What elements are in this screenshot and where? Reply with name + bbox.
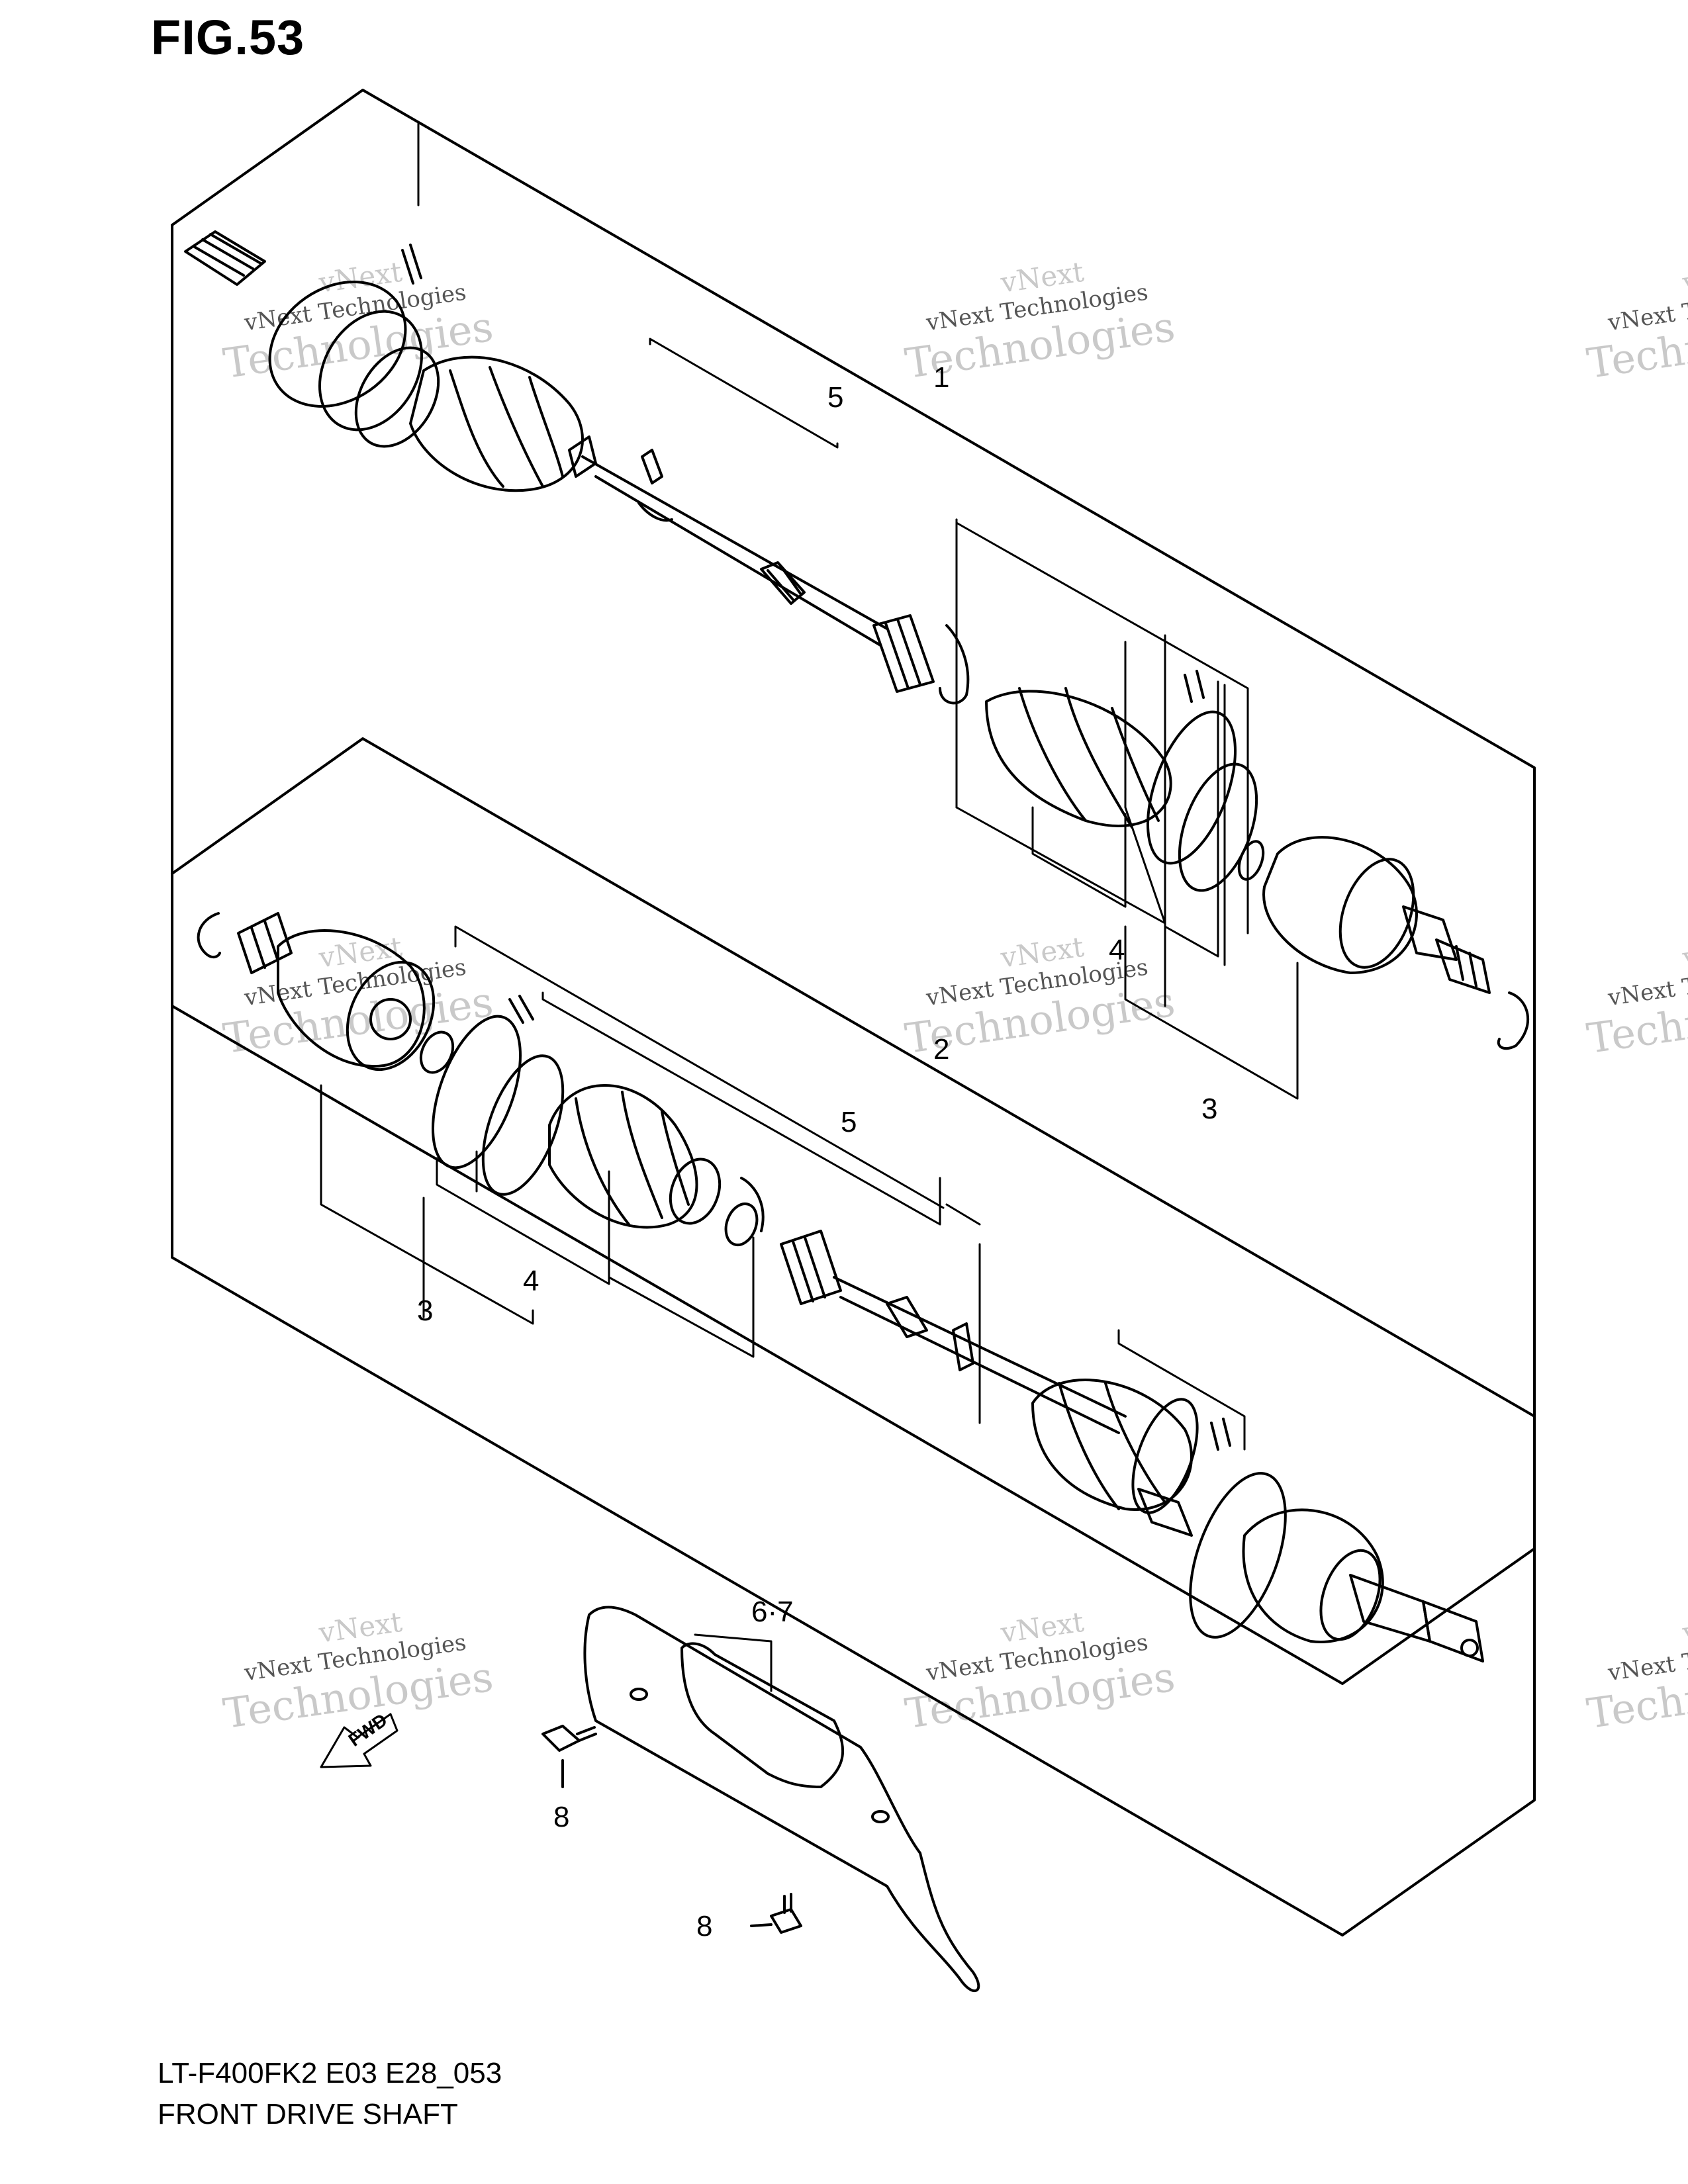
- bolt-upper: [541, 1725, 597, 1788]
- callout-5-lower: 5: [841, 1106, 857, 1138]
- callout-3-upper: 3: [1201, 1093, 1217, 1125]
- callout-4-upper: 4: [1109, 934, 1125, 966]
- upper-drive-shaft: [184, 230, 1529, 1050]
- lower-leaders: [320, 925, 1246, 1451]
- lower-drive-shaft: [197, 912, 1484, 1662]
- lower-assembly-frame: [171, 737, 1536, 1936]
- upper-assembly-frame: [171, 89, 1536, 1685]
- fwd-arrow-icon: FWD: [320, 1709, 399, 1768]
- callout-8-upper: 8: [553, 1801, 569, 1833]
- callout-4-lower: 4: [523, 1265, 539, 1297]
- figure-title: FIG.53: [151, 10, 305, 65]
- diagram-code: LT-F400FK2 E03 E28_053: [158, 2057, 502, 2089]
- fwd-label: FWD: [345, 1709, 391, 1751]
- diagram-name: FRONT DRIVE SHAFT: [158, 2098, 458, 2130]
- callout-8-lower: 8: [696, 1910, 712, 1942]
- callout-1: 1: [933, 361, 949, 394]
- upper-leaders: [417, 121, 1299, 1100]
- callout-5-upper: 5: [827, 381, 843, 414]
- bolt-lower: [750, 1893, 802, 1934]
- callout-2: 2: [933, 1033, 949, 1066]
- callout-3-lower: 3: [417, 1295, 433, 1327]
- leader-6-7: [694, 1633, 773, 1692]
- callout-labels: 1 5 4 3 2 5 4 3 6·7 8 8: [417, 361, 1217, 1942]
- guard-plate: [583, 1606, 980, 1993]
- callout-6-7: 6·7: [751, 1596, 794, 1628]
